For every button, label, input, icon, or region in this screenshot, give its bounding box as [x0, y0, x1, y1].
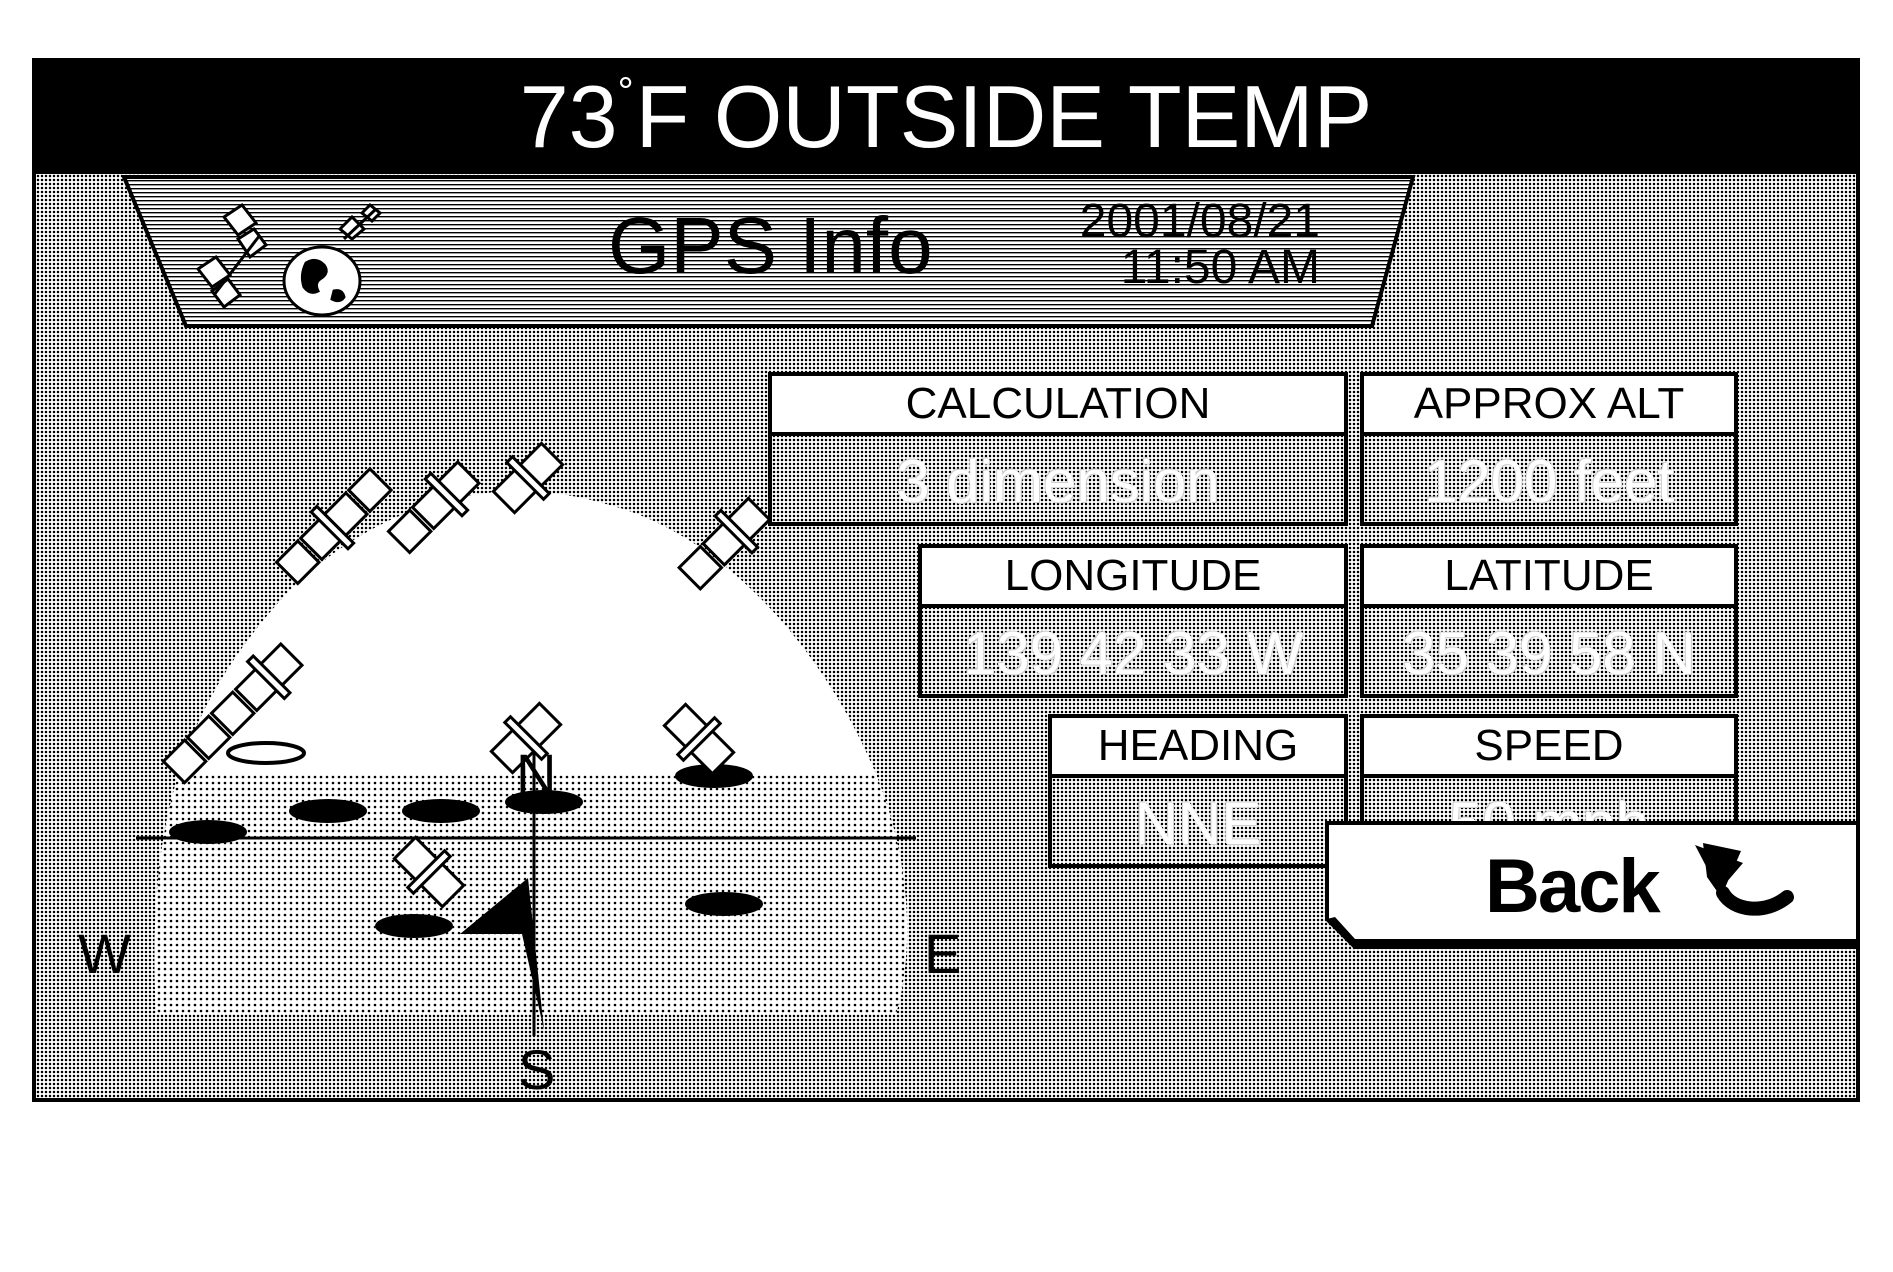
longitude-label: LONGITUDE [922, 548, 1344, 608]
satellite-shadow [505, 790, 583, 814]
screen-body: GPS Info 2001/08/21 11:50 AM [36, 174, 1856, 1098]
latitude-label: LATITUDE [1364, 548, 1734, 608]
speed-label: SPEED [1364, 718, 1734, 778]
longitude-value: 139 42 33 W [962, 619, 1304, 687]
vehicle-position-icon [460, 878, 544, 1030]
heading-value: NNE [1134, 789, 1262, 857]
gps-screen: 73°F OUTSIDE TEMP [32, 58, 1860, 1102]
satellite-shadow-hollow [226, 741, 306, 765]
outside-temp: 73°F OUTSIDE TEMP [520, 72, 1373, 161]
heading-box: HEADING NNE [1048, 714, 1348, 868]
satellite-sky-map [136, 441, 916, 1036]
satellite-shadow [685, 892, 763, 916]
longitude-box: LONGITUDE 139 42 33 W [918, 544, 1348, 698]
satellite-shadow [169, 820, 247, 844]
latitude-box: LATITUDE 35 39 58 N [1360, 544, 1738, 698]
ground-band [154, 774, 908, 1014]
latitude-value: 35 39 58 N [1402, 619, 1696, 687]
back-label: Back [1485, 844, 1661, 929]
satellite-globe-icon [195, 202, 383, 317]
satellite-icon [274, 466, 394, 586]
satellite-shadow [375, 914, 453, 938]
satellite-shadow [289, 799, 367, 823]
title-bar: 73°F OUTSIDE TEMP [36, 62, 1856, 174]
temp-degree-symbol: ° [617, 69, 634, 114]
approx-alt-box: APPROX ALT 1200 feet [1360, 372, 1738, 526]
page-title: GPS Info [608, 201, 933, 290]
heading-label: HEADING [1052, 718, 1344, 778]
satellite-icon [491, 441, 565, 515]
header-time: 11:50 AM [1120, 241, 1320, 294]
compass-west: W [78, 922, 131, 985]
temp-label: F OUTSIDE TEMP [635, 66, 1373, 166]
satellite-icon [676, 496, 772, 592]
satellite-icon [662, 702, 736, 776]
compass-south: S [518, 1038, 556, 1101]
satellite-icon [161, 641, 305, 785]
calculation-value: 3 dimension [896, 447, 1220, 515]
calculation-box: CALCULATION 3 dimension [768, 372, 1348, 526]
satellite-icon [392, 835, 466, 909]
back-arrow-icon [1695, 843, 1794, 916]
back-button[interactable]: Back [1325, 821, 1856, 949]
header-date: 2001/08/21 [1079, 195, 1320, 248]
compass-east: E [924, 922, 962, 985]
calculation-label: CALCULATION [772, 376, 1344, 436]
satellite-shadow [402, 799, 480, 823]
satellite-icon [386, 459, 482, 555]
approx-alt-label: APPROX ALT [1364, 376, 1734, 436]
compass-north: N [516, 742, 557, 805]
satellite-icon [489, 701, 563, 775]
temp-value: 73 [519, 66, 618, 166]
approx-alt-value: 1200 feet [1423, 447, 1675, 515]
